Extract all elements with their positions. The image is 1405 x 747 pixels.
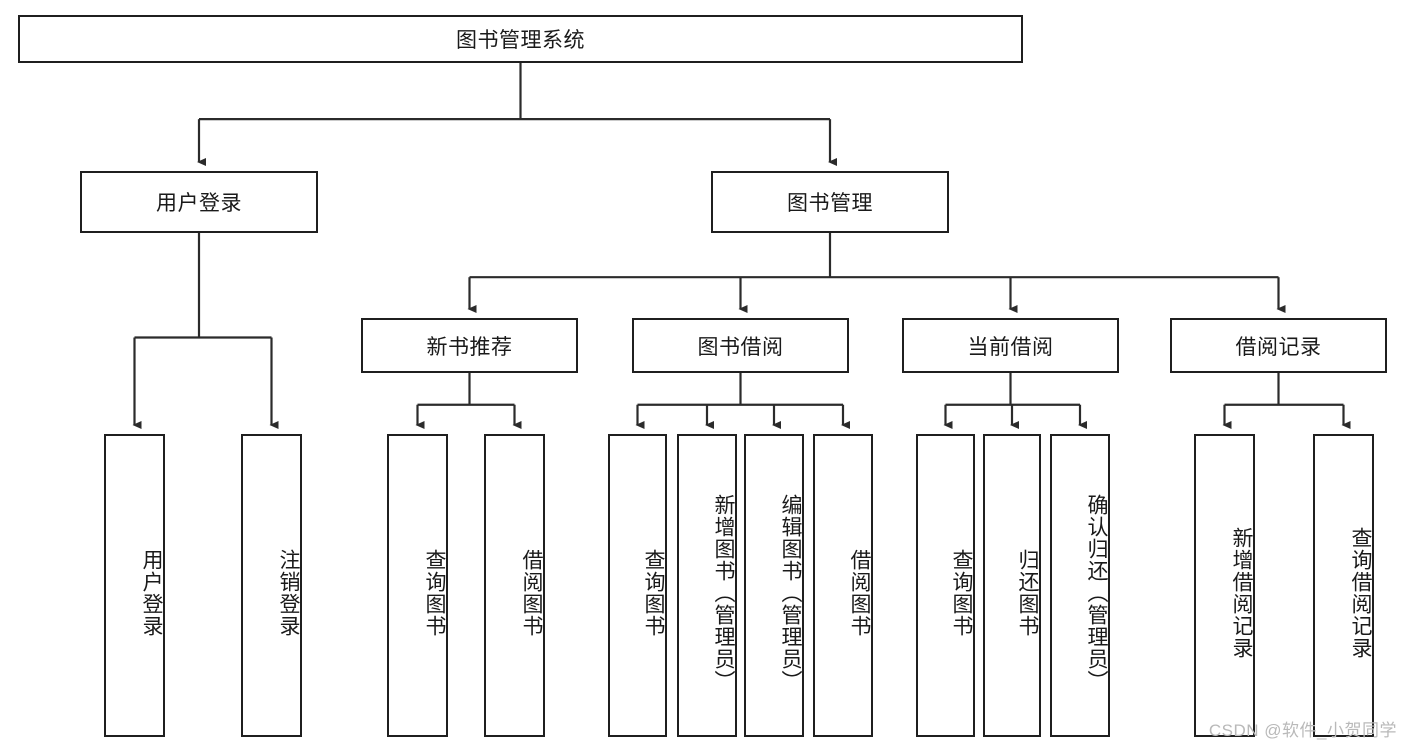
- node-login[interactable]: 用户登录: [80, 171, 318, 233]
- node-current[interactable]: 当前借阅: [902, 318, 1119, 373]
- node-l-logout[interactable]: 注销登录: [241, 434, 302, 737]
- node-b-edit[interactable]: 编辑图书（管理员）: [744, 434, 804, 737]
- node-label: 确认归还（管理员）: [1085, 493, 1108, 692]
- watermark: CSDN @软件_小贺同学: [1208, 721, 1397, 740]
- node-n-borrow[interactable]: 借阅图书: [484, 434, 545, 737]
- node-label: 图书管理系统: [456, 29, 585, 52]
- node-label: 新增图书（管理员）: [712, 493, 735, 692]
- node-label: 注销登录: [277, 548, 300, 637]
- node-label: 图书借阅: [697, 335, 784, 359]
- node-label: 借阅图书: [848, 548, 871, 637]
- node-newbook[interactable]: 新书推荐: [361, 318, 578, 373]
- node-n-query[interactable]: 查询图书: [387, 434, 448, 737]
- node-label: 用户登录: [140, 548, 163, 637]
- node-label: 用户登录: [156, 192, 242, 215]
- node-label: 查询借阅记录: [1349, 526, 1372, 659]
- node-b-lend[interactable]: 借阅图书: [813, 434, 873, 737]
- node-c-return[interactable]: 归还图书: [983, 434, 1041, 737]
- node-root[interactable]: 图书管理系统: [18, 15, 1023, 63]
- node-l-login[interactable]: 用户登录: [104, 434, 165, 737]
- node-label: 查询图书: [642, 548, 665, 637]
- node-r-query[interactable]: 查询借阅记录: [1313, 434, 1374, 737]
- node-label: 新增借阅记录: [1230, 526, 1253, 659]
- node-label: 查询图书: [423, 548, 446, 637]
- node-label: 借阅图书: [520, 548, 543, 637]
- node-c-confirm[interactable]: 确认归还（管理员）: [1050, 434, 1110, 737]
- node-borrow[interactable]: 图书借阅: [632, 318, 849, 373]
- node-label: 当前借阅: [967, 335, 1054, 359]
- node-b-query[interactable]: 查询图书: [608, 434, 667, 737]
- node-label: 借阅记录: [1235, 335, 1322, 359]
- node-label: 归还图书: [1016, 548, 1039, 637]
- node-label: 编辑图书（管理员）: [779, 493, 802, 692]
- node-label: 查询图书: [950, 548, 973, 637]
- node-b-add[interactable]: 新增图书（管理员）: [677, 434, 737, 737]
- node-r-add[interactable]: 新增借阅记录: [1194, 434, 1255, 737]
- node-c-query[interactable]: 查询图书: [916, 434, 975, 737]
- node-bookmgmt[interactable]: 图书管理: [711, 171, 949, 233]
- node-label: 新书推荐: [426, 335, 513, 359]
- node-records[interactable]: 借阅记录: [1170, 318, 1387, 373]
- node-label: 图书管理: [787, 192, 873, 215]
